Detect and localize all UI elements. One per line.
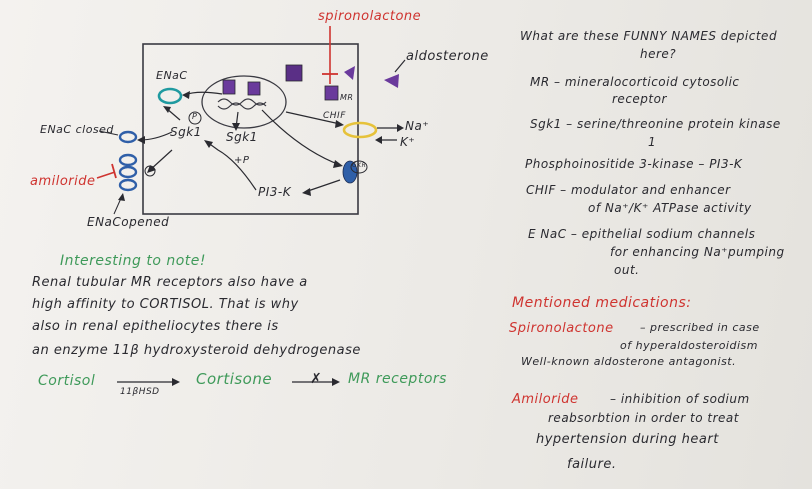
enac-channel-icon bbox=[157, 87, 183, 105]
receptor-protein-icon bbox=[342, 160, 358, 184]
note-pi3k: Phosphoinositide 3-kinase – PI3-K bbox=[525, 157, 743, 171]
mr-receptor-icon bbox=[324, 85, 339, 101]
arrow-head bbox=[118, 193, 125, 201]
note-enac-1: E NaC – epithelial sodium channels bbox=[528, 227, 756, 241]
enac-closed-channel-icon bbox=[118, 130, 138, 144]
enac-open-channel-icon bbox=[118, 153, 138, 167]
equation-mr: MR receptors bbox=[348, 371, 447, 387]
phospho-circle bbox=[144, 165, 156, 177]
note-mr-1: MR – mineralocorticoid cytosolic bbox=[530, 75, 740, 89]
note-chif-1: CHIF – modulator and enhancer bbox=[526, 183, 731, 197]
enac-open-channel-icon bbox=[118, 178, 138, 192]
interesting-line1: Renal tubular MR receptors also have a bbox=[32, 275, 308, 290]
sgk1-label-left: Sgk1 bbox=[170, 125, 202, 139]
note-enac-3: out. bbox=[614, 263, 640, 277]
note-sgk-1: Sgk1 – serine/threonine protein kinase bbox=[530, 117, 781, 131]
arrow-head bbox=[333, 160, 343, 168]
pi3k-label: PI3-K bbox=[258, 185, 292, 199]
dna-strand bbox=[217, 98, 267, 106]
arrow-head bbox=[375, 136, 382, 144]
aldosterone-label: aldosterone bbox=[406, 49, 489, 64]
amil-name: Amiloride bbox=[512, 392, 579, 407]
arrow-head bbox=[332, 378, 340, 386]
arrow-head bbox=[147, 165, 156, 173]
phospho-circle bbox=[188, 111, 202, 125]
gkr-label-circle bbox=[350, 160, 368, 174]
equation-x-mark: ✗ bbox=[310, 371, 323, 387]
arrow-nucleus-chif bbox=[285, 111, 341, 125]
enac-open-channel-icon bbox=[118, 165, 138, 179]
spiro-name: Spironolactone bbox=[509, 321, 614, 336]
interesting-line3: also in renal epitheliocytes there is bbox=[32, 319, 279, 334]
arrow-head bbox=[335, 120, 344, 128]
equation-cortisone: Cortisone bbox=[196, 370, 273, 388]
equation-enzyme: 11βHSD bbox=[120, 387, 160, 397]
amil-line3: hypertension during heart bbox=[536, 432, 719, 447]
note-chif-2: of Na⁺/K⁺ ATPase activity bbox=[588, 201, 752, 215]
enac-closed-pointer bbox=[98, 130, 119, 136]
notes-heading-line2: here? bbox=[640, 47, 677, 61]
amiloride-block-line bbox=[96, 171, 116, 179]
aldosterone-triangle-icon bbox=[344, 66, 355, 80]
dna-strand-2 bbox=[217, 102, 267, 110]
aldosterone-triangle-icon bbox=[384, 74, 399, 88]
interesting-line2: high affinity to CORTISOL. That is why bbox=[32, 297, 299, 312]
medications-title: Mentioned medications: bbox=[512, 295, 692, 311]
gkr-label: GKR bbox=[352, 162, 367, 169]
equation-cortisol: Cortisol bbox=[38, 373, 96, 389]
phospho-p-label: P bbox=[192, 112, 198, 121]
enac-opened-label: ENaCopened bbox=[87, 215, 170, 229]
note-mr-2: receptor bbox=[612, 92, 667, 106]
spiro-desc: – prescribed in case bbox=[640, 321, 760, 334]
nucleus bbox=[201, 75, 287, 129]
chif-label: CHIF bbox=[323, 111, 346, 121]
arrow-head bbox=[232, 123, 240, 131]
mr-complex-icon bbox=[285, 64, 303, 82]
amil-line2: reabsorbtion in order to treat bbox=[548, 411, 739, 425]
arrow-head bbox=[137, 136, 145, 144]
amil-desc: – inhibition of sodium bbox=[610, 392, 750, 406]
mr-receptor-icon bbox=[247, 81, 261, 96]
amiloride-block-bar bbox=[111, 163, 117, 179]
arrow-nucleus-gkr bbox=[261, 109, 341, 166]
arrow-gkr-pi3k bbox=[304, 179, 341, 193]
amiloride-label: amiloride bbox=[30, 174, 96, 189]
plus-p-label: +P bbox=[234, 155, 250, 166]
interesting-line4: an enzyme 11β hydroxysteroid dehydrogena… bbox=[32, 343, 361, 358]
arrow-head bbox=[172, 378, 180, 386]
aldosterone-pointer-line bbox=[394, 59, 406, 73]
mr-label: MR bbox=[340, 93, 354, 102]
spiro-line3: Well-known aldosterone antagonist. bbox=[521, 355, 737, 368]
enac-closed-label: ENaC closed bbox=[40, 123, 114, 136]
enac-label: ENaC bbox=[156, 69, 188, 82]
spironolactone-label: spironolactone bbox=[318, 9, 422, 24]
arrow-sgk1-down bbox=[149, 149, 173, 171]
spiro-line2: of hyperaldosteroidism bbox=[620, 339, 758, 352]
arrow-head bbox=[397, 124, 404, 132]
notes-heading-line1: What are these FUNNY NAMES depicted bbox=[520, 29, 778, 43]
amil-line4: failure. bbox=[567, 457, 617, 472]
arrow-head bbox=[182, 91, 190, 99]
note-enac-2: for enhancing Na⁺pumping bbox=[610, 245, 785, 259]
arrow-head bbox=[302, 188, 311, 196]
mr-receptor-icon bbox=[222, 79, 236, 95]
interesting-title: Interesting to note! bbox=[60, 253, 207, 269]
arrow-head bbox=[204, 140, 213, 148]
note-sgk-2: 1 bbox=[648, 135, 657, 149]
k-label: K⁺ bbox=[400, 135, 416, 149]
chif-channel-icon bbox=[342, 121, 378, 139]
sgk1-label-right: Sgk1 bbox=[226, 130, 258, 144]
arrow-head bbox=[163, 106, 171, 113]
arrow-pi3k-sgk1 bbox=[206, 141, 257, 191]
cell-membrane bbox=[142, 43, 359, 215]
na-label: Na⁺ bbox=[405, 119, 430, 133]
